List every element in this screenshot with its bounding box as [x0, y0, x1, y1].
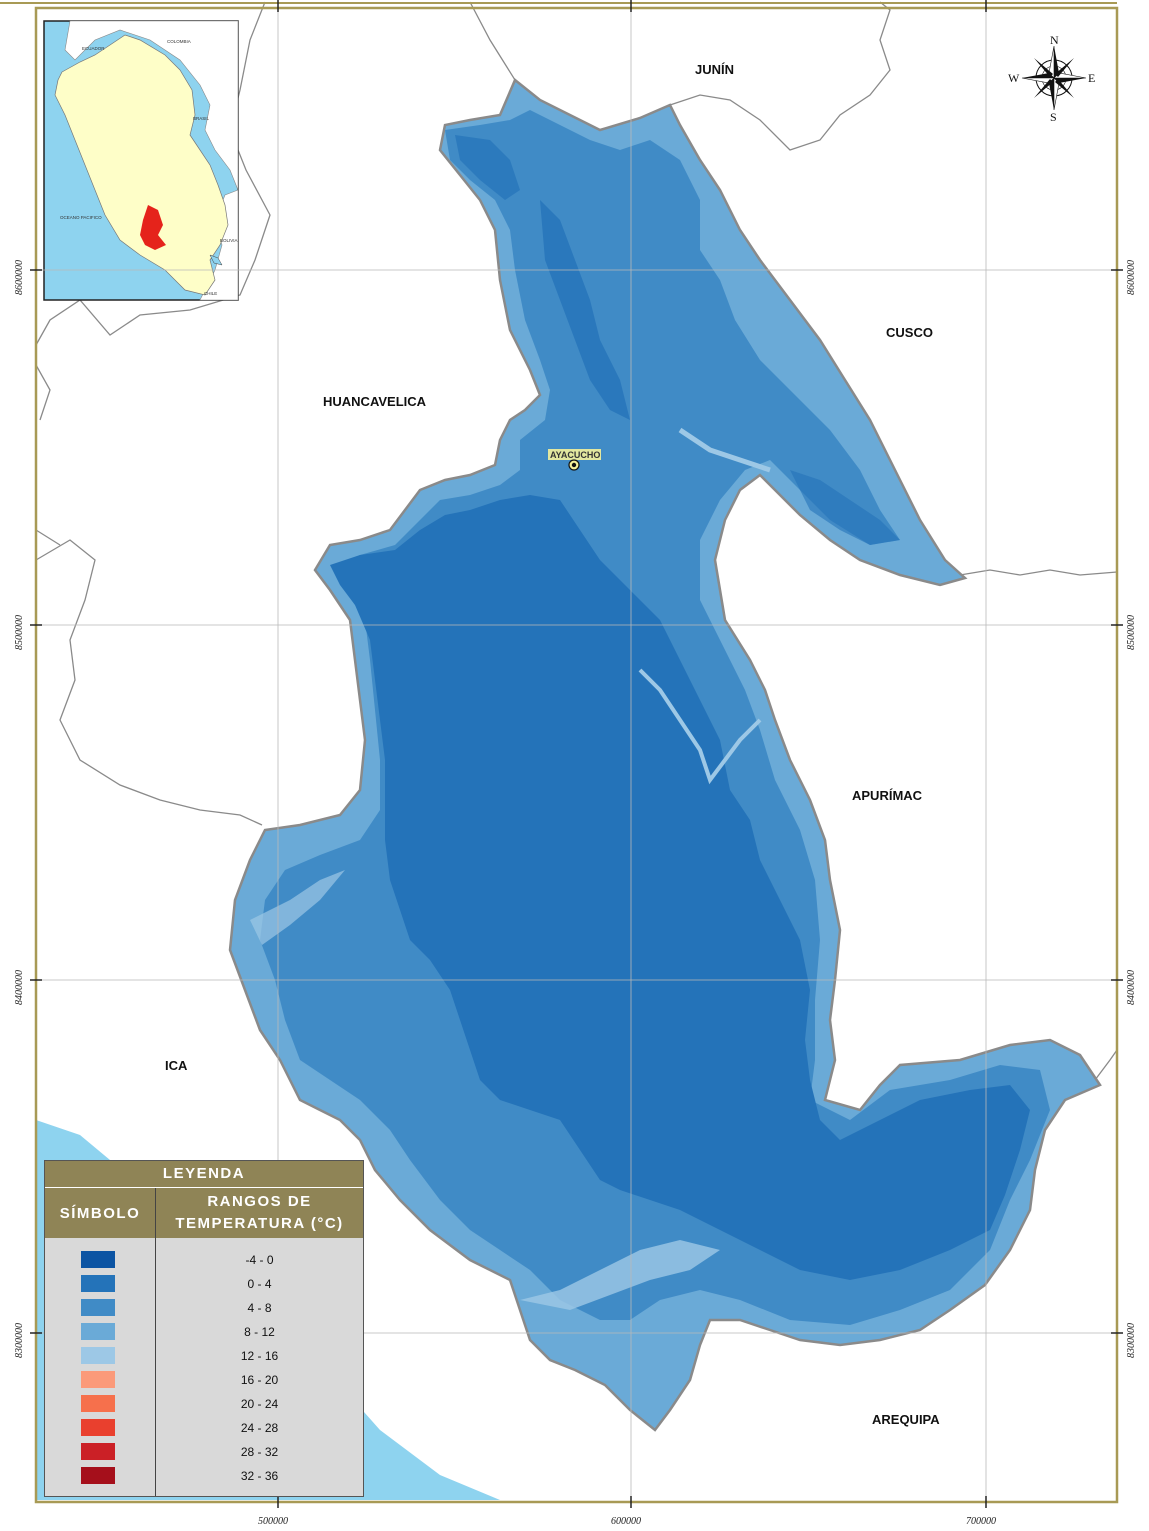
northing-label-right-4: 8300000 — [1126, 1323, 1137, 1358]
legend-label: 0 - 4 — [247, 1277, 272, 1291]
zone-valley-12-16 — [638, 668, 762, 785]
dept-label-huancavelica: HUANCAVELICA — [323, 394, 427, 409]
legend-item: 16 - 20 — [45, 1368, 363, 1392]
legend-item: 12 - 16 — [45, 1344, 363, 1368]
legend-swatch — [81, 1467, 115, 1484]
zone-sw-valley — [250, 870, 345, 945]
compass-s: S — [1050, 110, 1057, 124]
zone-south-valley — [520, 1240, 720, 1310]
legend-swatch — [81, 1419, 115, 1436]
legend-label: 24 - 28 — [240, 1421, 279, 1435]
legend-swatch — [81, 1275, 115, 1292]
city-label: AYACUCHO — [550, 450, 600, 460]
map-frame — [34, 6, 1119, 1504]
zone-0-4 — [330, 495, 1030, 1280]
legend-title: LEYENDA — [45, 1161, 363, 1188]
dept-label-junin: JUNÍN — [695, 62, 734, 77]
legend-range-header: RANGOS DE TEMPERATURA (°C) — [156, 1188, 363, 1238]
inset-map: ECUADOR COLOMBIA BRASIL OCEANO PACIFICO … — [43, 20, 239, 301]
legend-swatch — [81, 1371, 115, 1388]
inset-label-bolivia: BOLIVIA — [220, 238, 238, 243]
northing-label-left-1: 8600000 — [14, 260, 25, 295]
compass-rose-icon: N S E W — [1008, 33, 1095, 124]
inset-ayacucho-highlight — [140, 205, 166, 250]
northing-label-right-2: 8500000 — [1126, 615, 1137, 650]
compass-n: N — [1050, 33, 1059, 47]
inset-lake — [209, 254, 223, 266]
inset-label-oceano: OCEANO PACIFICO — [60, 215, 102, 220]
zone-valley-east — [678, 427, 771, 473]
legend-panel: LEYENDA SÍMBOLO RANGOS DE TEMPERATURA (°… — [44, 1160, 364, 1497]
legend-swatch — [81, 1323, 115, 1340]
legend-item: 0 - 4 — [45, 1272, 363, 1296]
inset-label-ecuador: ECUADOR — [82, 46, 105, 51]
inset-label-brasil: BRASIL — [193, 116, 210, 121]
legend-swatch — [81, 1443, 115, 1460]
legend-swatch — [81, 1299, 115, 1316]
legend-label: 4 - 8 — [247, 1301, 272, 1315]
legend-label: 32 - 36 — [240, 1469, 279, 1483]
zone-north-cold-2 — [455, 135, 520, 200]
legend-item: 8 - 12 — [45, 1320, 363, 1344]
northing-label-left-2: 8500000 — [14, 615, 25, 650]
legend-label: -4 - 0 — [245, 1253, 274, 1267]
dept-label-arequipa: AREQUIPA — [872, 1412, 940, 1427]
legend-item: 4 - 8 — [45, 1296, 363, 1320]
inset-label-chile: CHILE — [204, 291, 217, 296]
dept-label-apurimac: APURÍMAC — [852, 788, 923, 803]
legend-range-header-line1: RANGOS DE — [207, 1193, 312, 1210]
legend-item: 20 - 24 — [45, 1392, 363, 1416]
legend-swatch — [81, 1251, 115, 1268]
zone-ne-cold — [790, 470, 900, 545]
legend-swatch — [81, 1347, 115, 1364]
northing-label-right-3: 8400000 — [1126, 970, 1137, 1005]
dept-label-ica: ICA — [165, 1058, 188, 1073]
easting-label-3: 700000 — [966, 1516, 996, 1527]
inset-peru — [54, 34, 229, 296]
compass-e: E — [1088, 71, 1095, 85]
northing-label-left-4: 8300000 — [14, 1323, 25, 1358]
legend-item: 32 - 36 — [45, 1464, 363, 1488]
legend-range-header-line2: TEMPERATURA (°C) — [175, 1215, 344, 1232]
legend-label: 28 - 32 — [240, 1445, 279, 1459]
legend-item: 24 - 28 — [45, 1416, 363, 1440]
ayacucho-region — [228, 77, 1102, 1432]
legend-label: 8 - 12 — [244, 1325, 275, 1339]
legend-symbol-header: SÍMBOLO — [45, 1188, 155, 1238]
northing-label-right-1: 8600000 — [1126, 260, 1137, 295]
inset-label-colombia: COLOMBIA — [167, 39, 191, 44]
dept-label-cusco: CUSCO — [886, 325, 933, 340]
legend-divider — [155, 1188, 156, 1496]
compass-w: W — [1008, 71, 1020, 85]
zone-north-cold — [540, 200, 630, 420]
easting-label-2: 600000 — [611, 1516, 641, 1527]
legend-swatch — [81, 1395, 115, 1412]
legend-label: 20 - 24 — [240, 1397, 279, 1411]
easting-label-1: 500000 — [258, 1516, 288, 1527]
legend-item: 28 - 32 — [45, 1440, 363, 1464]
legend-label: 12 - 16 — [240, 1349, 279, 1363]
city-ayacucho: AYACUCHO — [548, 449, 601, 471]
northing-label-left-3: 8400000 — [14, 970, 25, 1005]
legend-label: 16 - 20 — [240, 1373, 279, 1387]
frame-ticks — [30, 0, 1123, 1508]
legend-item: -4 - 0 — [45, 1248, 363, 1272]
